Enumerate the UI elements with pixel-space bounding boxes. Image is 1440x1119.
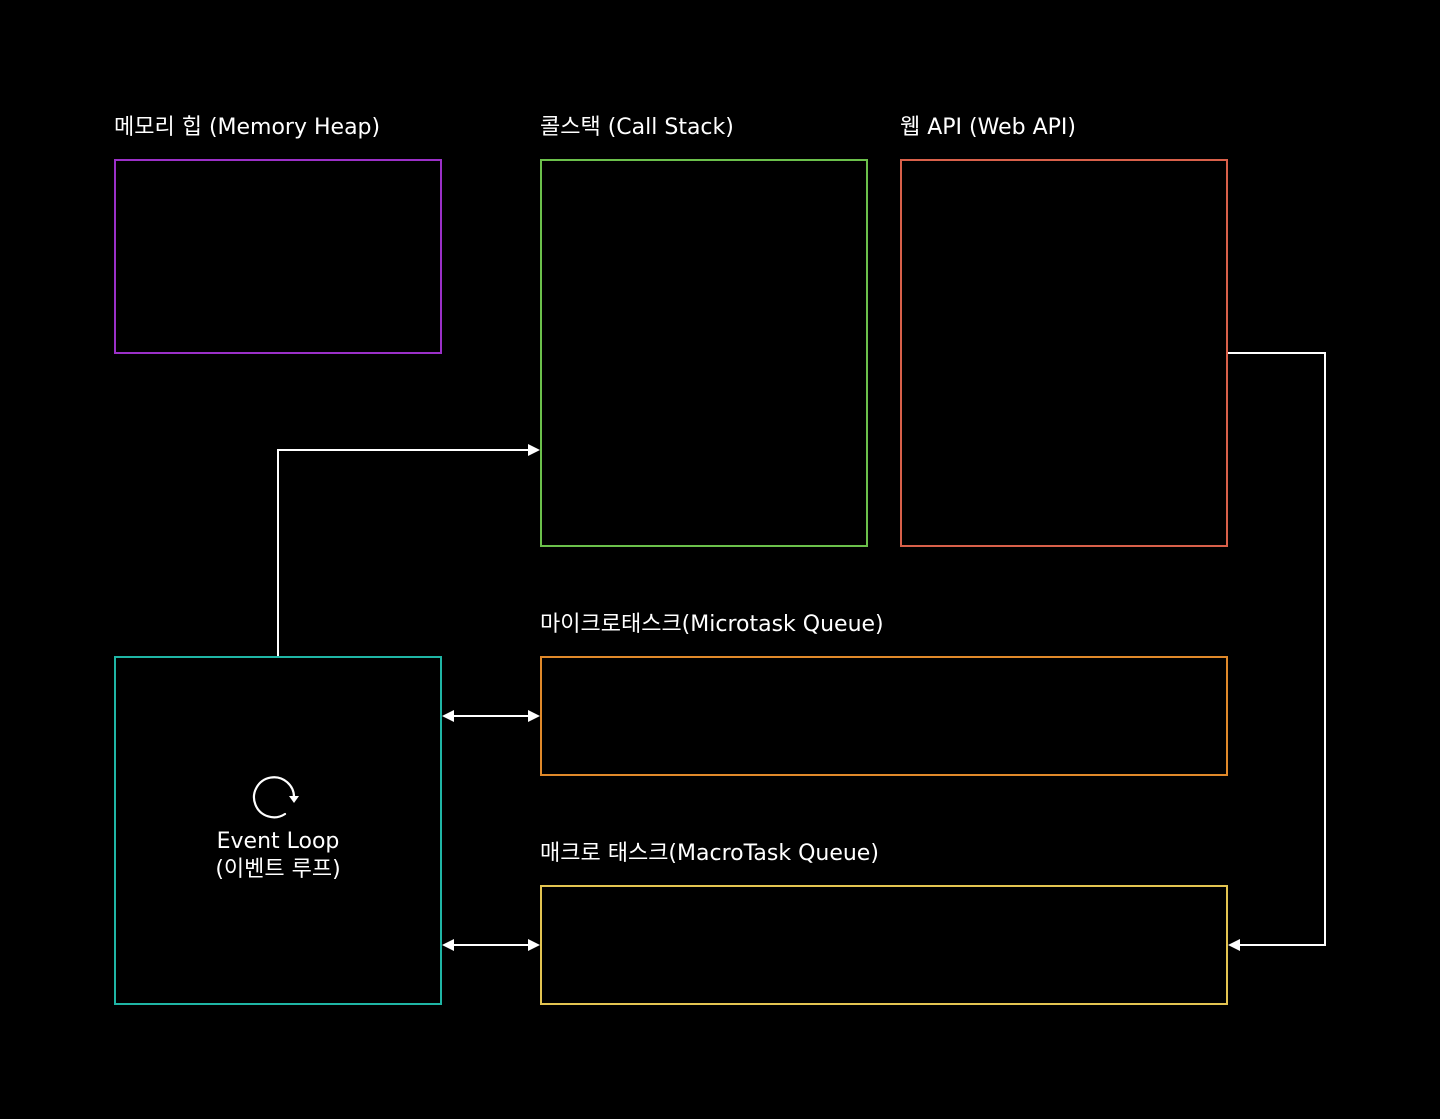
connector-event-loop-macrotask [442, 939, 540, 951]
microtask-queue-box [540, 656, 1228, 776]
event-loop-content: Event Loop (이벤트 루프) [116, 776, 440, 884]
web-api-box [900, 159, 1228, 547]
event-loop-box: Event Loop (이벤트 루프) [114, 656, 442, 1005]
macrotask-queue-box [540, 885, 1228, 1005]
microtask-queue-label: 마이크로태스크(Microtask Queue) [540, 612, 884, 637]
call-stack-label: 콜스택 (Call Stack) [540, 115, 734, 140]
memory-heap-label: 메모리 힙 (Memory Heap) [114, 115, 381, 140]
macrotask-queue-label: 매크로 태스크(MacroTask Queue) [540, 841, 879, 866]
event-loop-title: Event Loop [216, 829, 340, 854]
web-api-label: 웹 API (Web API) [900, 115, 1076, 140]
memory-heap-box [114, 159, 442, 354]
connector-event-loop-microtask [442, 710, 540, 722]
connector-event-loop-to-call-stack [277, 444, 540, 656]
call-stack-box [540, 159, 868, 547]
connector-web-api-to-macrotask [1228, 352, 1326, 951]
event-loop-subtitle: (이벤트 루프) [215, 857, 341, 882]
loop-arrow-icon [252, 776, 299, 819]
